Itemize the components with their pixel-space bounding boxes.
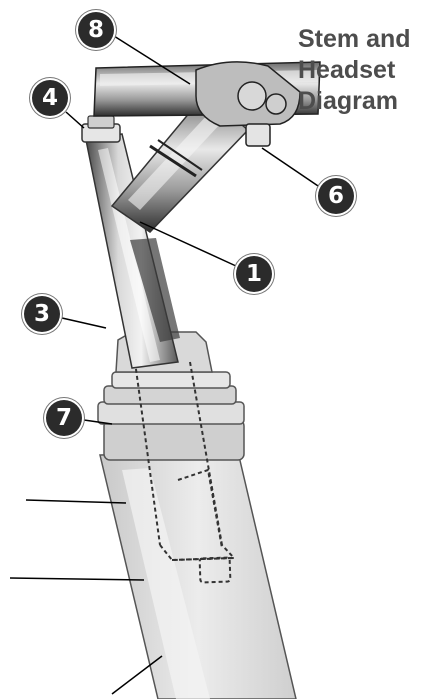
stem-extension-arm <box>110 92 250 233</box>
title-line-2: Headset <box>298 56 396 84</box>
expander-bolt <box>81 115 121 143</box>
callout-3: 3 <box>24 296 60 332</box>
callout-1: 1 <box>236 256 272 292</box>
callout-8: 8 <box>78 12 114 48</box>
callout-6: 6 <box>318 178 354 214</box>
title-line-3: Diagram <box>298 87 399 115</box>
callout-7: 7 <box>46 400 82 436</box>
stem-quill-tube <box>85 133 180 369</box>
leader-lines <box>9 35 325 695</box>
fork-steerer-body <box>99 451 297 699</box>
title-line-1: Stem and <box>298 25 411 53</box>
handlebar-clamp <box>195 61 301 147</box>
hidden-quill-outline <box>134 361 237 584</box>
diagram-title: Stem and Headset Diagram <box>298 24 411 117</box>
callout-4: 4 <box>32 80 68 116</box>
